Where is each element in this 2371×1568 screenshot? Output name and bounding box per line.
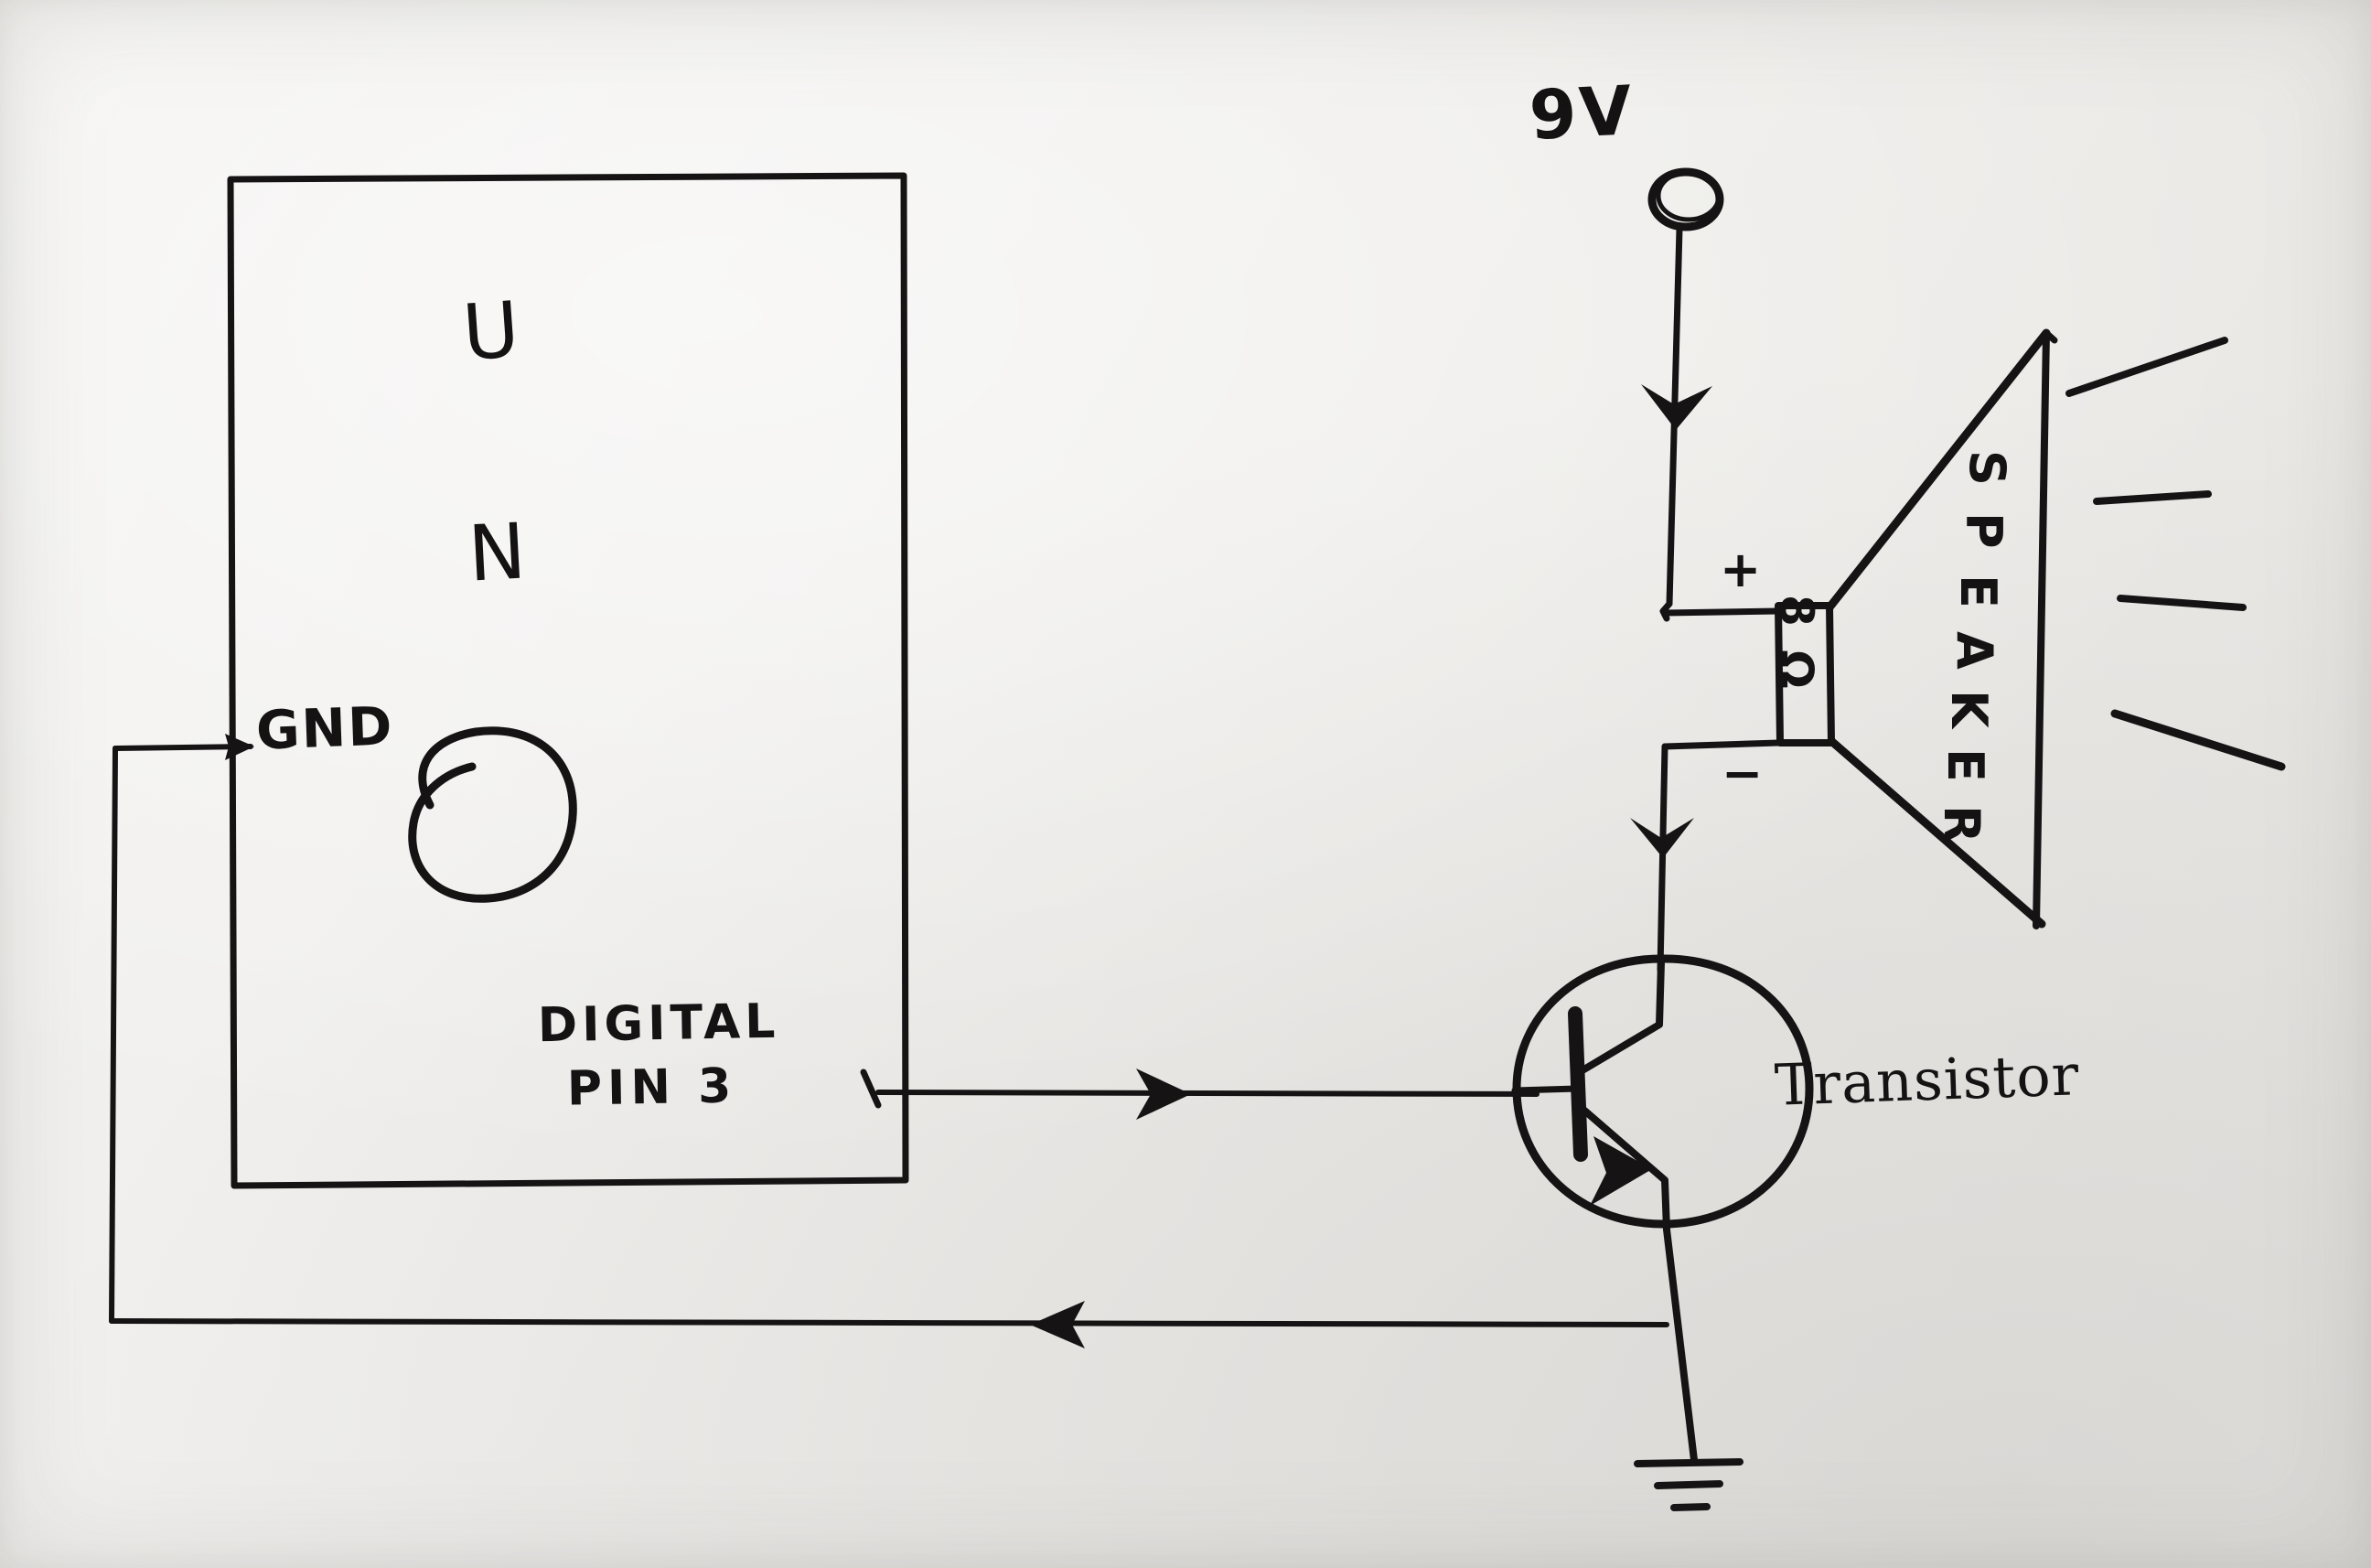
- speaker-label-letter-k: K: [1940, 690, 1998, 728]
- earth-ground-symbol: [1634, 1458, 1743, 1511]
- speaker-label-letter-s: S: [1958, 450, 2016, 486]
- speaker-impedance-label: 8 Ω: [1770, 595, 1823, 693]
- wire-supply-to-speaker-plus: [1641, 225, 1782, 622]
- supply-voltage-label: 9V: [1527, 71, 1636, 156]
- supply-terminal-9v: [1647, 167, 1724, 231]
- digital-pin-label-line1: DIGITAL: [537, 993, 780, 1054]
- wire-emitter-to-ground: [1663, 1226, 1698, 1464]
- uno-letter-o-circle: [408, 726, 577, 903]
- transistor-symbol: [1511, 954, 1814, 1233]
- sound-wave-lines: [2065, 337, 2286, 771]
- impedance-unit: Ω: [1770, 650, 1823, 693]
- speaker-label-letter-e: E: [1949, 575, 2007, 608]
- digital-pin-label-line2: PIN 3: [566, 1058, 737, 1117]
- gnd-pin-label: GND: [254, 694, 395, 762]
- uno-letter-n: N: [466, 506, 529, 599]
- impedance-value: 8: [1770, 595, 1823, 630]
- speaker-label-letter-a: A: [1946, 631, 2003, 670]
- transistor-label: Transistor: [1773, 1041, 2081, 1119]
- wire-gnd: [109, 734, 1669, 1348]
- speaker-negative-terminal-label: −: [1722, 745, 1764, 802]
- uno-letter-u: U: [459, 284, 522, 379]
- speaker-positive-terminal-label: +: [1720, 541, 1762, 598]
- speaker-label-letter-e2: E: [1936, 748, 1994, 782]
- speaker-label-letter-r: R: [1933, 805, 1990, 843]
- wire-pin3-to-base: [860, 1069, 1540, 1120]
- uno-board-outline: [227, 172, 909, 1189]
- wire-speaker-to-collector: [1630, 739, 1782, 973]
- speaker-symbol: [1775, 328, 2058, 929]
- speaker-label-letter-p: P: [1955, 512, 2012, 549]
